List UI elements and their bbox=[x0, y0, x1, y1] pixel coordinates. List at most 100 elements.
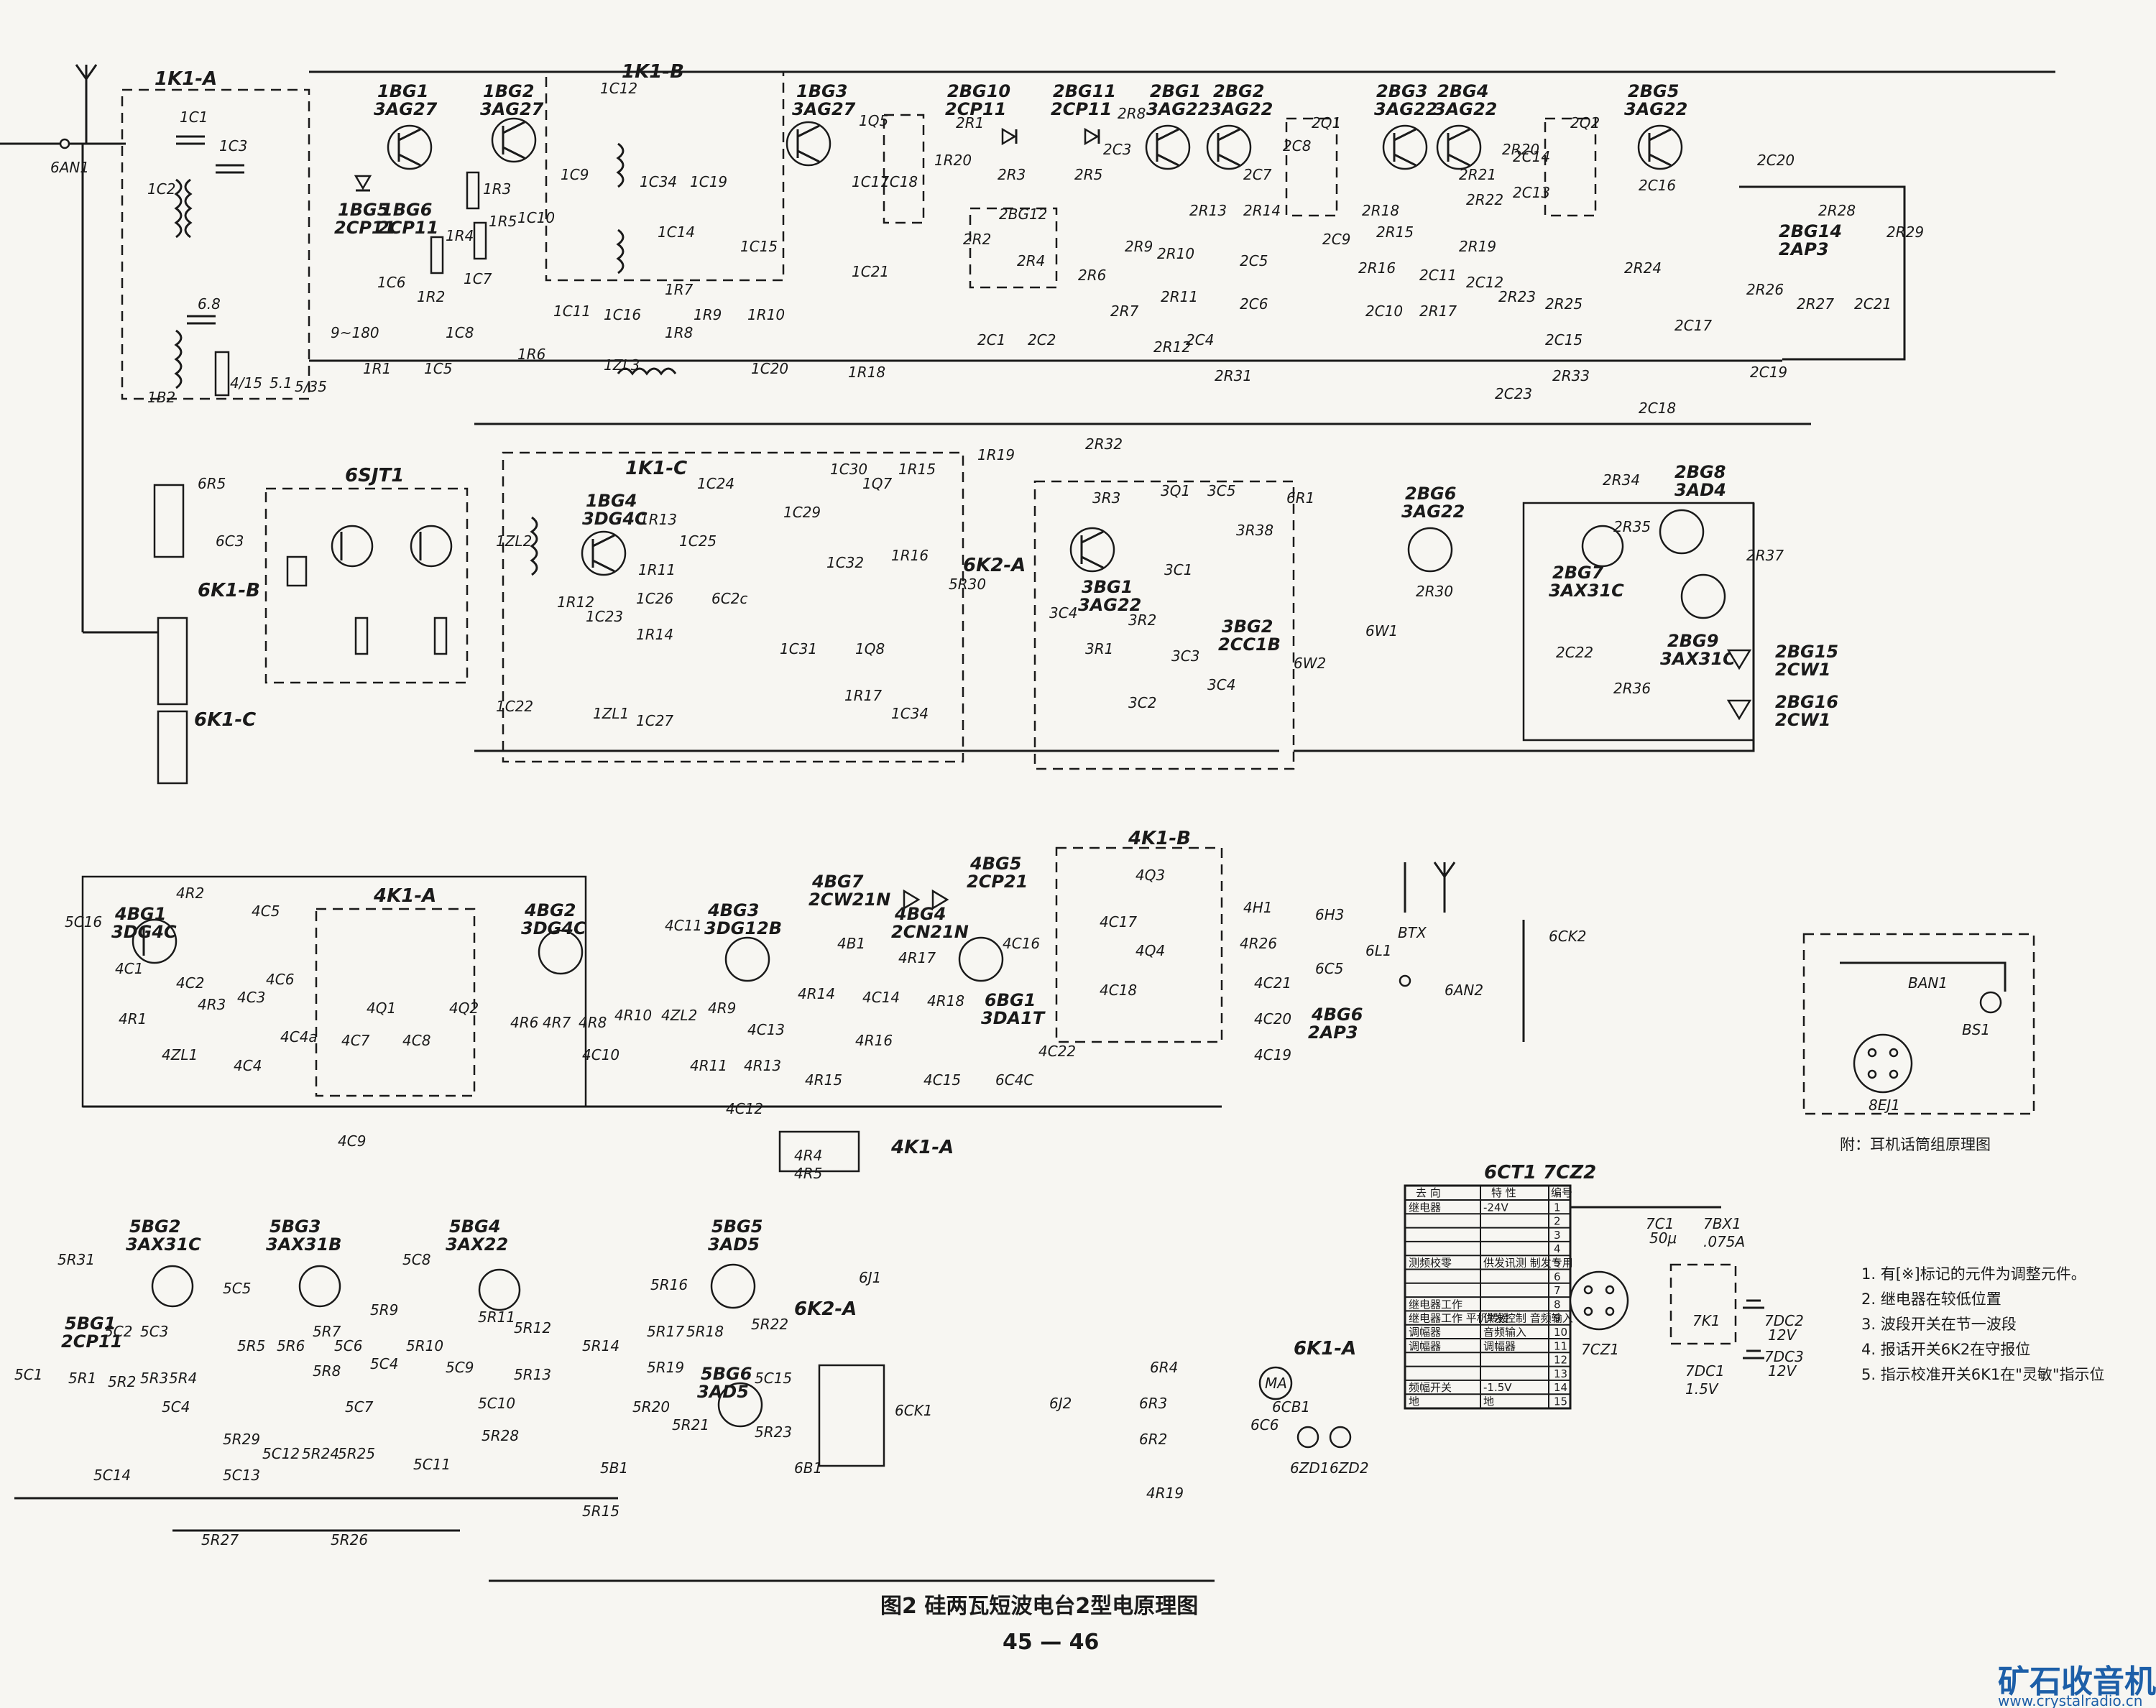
res-5r31-label: 5R31 bbox=[57, 1251, 95, 1268]
table-cell: -24V bbox=[1483, 1201, 1508, 1214]
oscillator-section: 6SJT1 6R5 6C3 6K1-B 6K1-C bbox=[81, 144, 469, 785]
transistor-1bg3-ref: 1BG3 bbox=[796, 81, 847, 101]
cap-1c12-label: 1C12 bbox=[600, 80, 637, 97]
sw-6h3-label: 6H3 bbox=[1315, 906, 1345, 923]
cap-5c4b-label: 5C4 bbox=[370, 1355, 398, 1372]
cap-1c6-label: 1C6 bbox=[377, 274, 405, 291]
switch-1k1c-label: 1K1-C bbox=[625, 458, 687, 479]
res-5r29-label: 5R29 bbox=[223, 1431, 260, 1448]
battery-7dc1-value: 1.5V bbox=[1685, 1380, 1719, 1398]
zener-2bg15-type: 2CW1 bbox=[1775, 660, 1830, 680]
headset-inset: 8EJ1 BAN1 BS1 附：耳机话筒组原理图 bbox=[1802, 933, 2035, 1153]
res-5r21-label: 5R21 bbox=[672, 1416, 709, 1434]
res-1r18-label: 1R18 bbox=[848, 364, 885, 381]
table-cell: 地 bbox=[1409, 1395, 1419, 1408]
cap-2c9-label: 2C9 bbox=[1322, 231, 1350, 248]
res-1r20-label: 1R20 bbox=[934, 152, 972, 169]
res-2r37-label: 2R37 bbox=[1746, 547, 1784, 564]
cap-6c2c-label: 6C2c bbox=[711, 590, 747, 607]
res-1r19-label: 1R19 bbox=[977, 446, 1015, 463]
transistor-2bg7-ref: 2BG7 bbox=[1552, 563, 1604, 583]
connector-label: 6CT1 7CZ2 bbox=[1484, 1162, 1596, 1183]
cap-5c2-label: 5C2 bbox=[104, 1323, 132, 1340]
res-1r2-label: 1R2 bbox=[417, 288, 445, 305]
table-cell: 音频输入 bbox=[1483, 1326, 1526, 1339]
diode-5bg1-ref: 5BG1 bbox=[65, 1314, 116, 1334]
res-5r28-label: 5R28 bbox=[482, 1427, 519, 1444]
res-6r5-label: 6R5 bbox=[198, 475, 226, 492]
res-2r33-label: 2R33 bbox=[1552, 367, 1590, 384]
cap-1c19-label: 1C19 bbox=[690, 173, 727, 190]
table-cell: 9 bbox=[1554, 1312, 1561, 1325]
cap-5c8-label: 5C8 bbox=[402, 1251, 430, 1268]
res-1r5-label: 1R5 bbox=[489, 213, 517, 230]
cap-5c9-label: 5C9 bbox=[446, 1359, 474, 1376]
note-5: 5. 指示校准开关6K1在"灵敏"指示位 bbox=[1861, 1366, 2105, 1383]
res-5r10-label: 5R10 bbox=[406, 1337, 443, 1354]
sw-6an2-label: 6AN2 bbox=[1445, 982, 1483, 999]
cap-6c3-label: 6C3 bbox=[216, 532, 244, 550]
coil-3q1-label: 3Q1 bbox=[1161, 482, 1190, 499]
cap-4c3-label: 4C3 bbox=[237, 989, 265, 1006]
cap-4c6-label: 4C6 bbox=[266, 971, 294, 988]
transistor-3bg1-ref: 3BG1 bbox=[1082, 577, 1133, 597]
table-cell: 供发控制 音频输入 bbox=[1483, 1312, 1573, 1325]
res-1r8-label: 1R8 bbox=[665, 324, 693, 341]
res-5r9-label: 5R9 bbox=[370, 1301, 398, 1319]
cap-1c4-label: 4/15 bbox=[230, 374, 262, 392]
diode-2bg11-type: 2CP11 bbox=[1051, 99, 1112, 119]
res-3r38-label: 3R38 bbox=[1236, 522, 1273, 539]
cap-3c5-label: 3C5 bbox=[1207, 482, 1235, 499]
table-cell: 继电器 bbox=[1409, 1201, 1441, 1214]
transformer-6b1-label: 6B1 bbox=[794, 1459, 822, 1477]
cap-1c5-label: 1C5 bbox=[424, 360, 452, 377]
cap-2c14-label: 2C14 bbox=[1513, 148, 1550, 165]
cap-6c4c-label: 6C4C bbox=[995, 1071, 1033, 1089]
diode-2bg11-ref: 2BG11 bbox=[1053, 81, 1116, 101]
transistor-2bg5-type: 3AG22 bbox=[1624, 99, 1687, 119]
cap-4c19-label: 4C19 bbox=[1254, 1046, 1291, 1063]
transistor-2bg6-type: 3AG22 bbox=[1401, 502, 1465, 522]
res-5r4-label: 5R4 bbox=[169, 1370, 197, 1387]
res-2r15-label: 2R15 bbox=[1376, 223, 1414, 241]
table-cell: 4 bbox=[1554, 1242, 1561, 1255]
transistor-5bg4-type: 3AX22 bbox=[446, 1234, 508, 1255]
diode-2bg14-type: 2AP3 bbox=[1779, 239, 1829, 259]
res-5r18-label: 5R18 bbox=[686, 1323, 724, 1340]
cap-4c21-label: 4C21 bbox=[1254, 974, 1291, 992]
res-2r5-label: 2R5 bbox=[1074, 166, 1102, 183]
res-4r16-label: 4R16 bbox=[855, 1032, 893, 1049]
cap-4c18-label: 4C18 bbox=[1100, 982, 1137, 999]
diode-5bg1-type: 2CP11 bbox=[61, 1331, 122, 1352]
figure-caption: 图2 硅两瓦短波电台2型电原理图 bbox=[880, 1594, 1198, 1619]
table-header-number: 编号 bbox=[1551, 1186, 1572, 1199]
transistor-4bg3-ref: 4BG3 bbox=[707, 900, 759, 920]
audio-output-section: 2BG8 3AD4 2BG7 3AX31C 2BG9 3AX31C 2R34 2… bbox=[1294, 462, 1838, 752]
cap-1c10-label: 1C10 bbox=[517, 209, 555, 226]
pot-6w1-label: 6W1 bbox=[1365, 622, 1398, 640]
switch-6k1b-label: 6K1-B bbox=[198, 580, 260, 601]
cap-2c22-label: 2C22 bbox=[1556, 644, 1593, 661]
cap-1c2-label: 6.8 bbox=[198, 295, 221, 313]
transistor-1bg1-type: 3AG27 bbox=[374, 99, 438, 119]
res-3r3-label: 3R3 bbox=[1092, 489, 1120, 507]
diode-3bg2-ref: 3BG2 bbox=[1222, 617, 1273, 637]
jack-6ck1-label: 6CK1 bbox=[895, 1402, 933, 1419]
bfo-section: 1K1-C 1ZL2 1BG4 3DG4C 1R13 1R11 1R12 1C2… bbox=[474, 451, 1279, 763]
cap-5c4-label: 5C4 bbox=[162, 1398, 190, 1416]
res-2r36-label: 2R36 bbox=[1613, 680, 1651, 697]
res-1r17-label: 1R17 bbox=[844, 687, 882, 704]
res-4r5-label: 4R5 bbox=[794, 1165, 822, 1182]
table-cell: 12 bbox=[1554, 1354, 1567, 1367]
switch-6k2a-audio-label: 6K2-A bbox=[794, 1298, 857, 1320]
cap-2c13-label: 2C13 bbox=[1513, 184, 1550, 201]
res-4r6-label: 4R6 bbox=[510, 1014, 538, 1031]
res-5r16-label: 5R16 bbox=[650, 1276, 688, 1293]
coil-4q1-label: 4Q1 bbox=[367, 1000, 396, 1017]
cap-2c7-label: 2C7 bbox=[1243, 166, 1272, 183]
res-1r15-label: 1R15 bbox=[898, 461, 936, 478]
